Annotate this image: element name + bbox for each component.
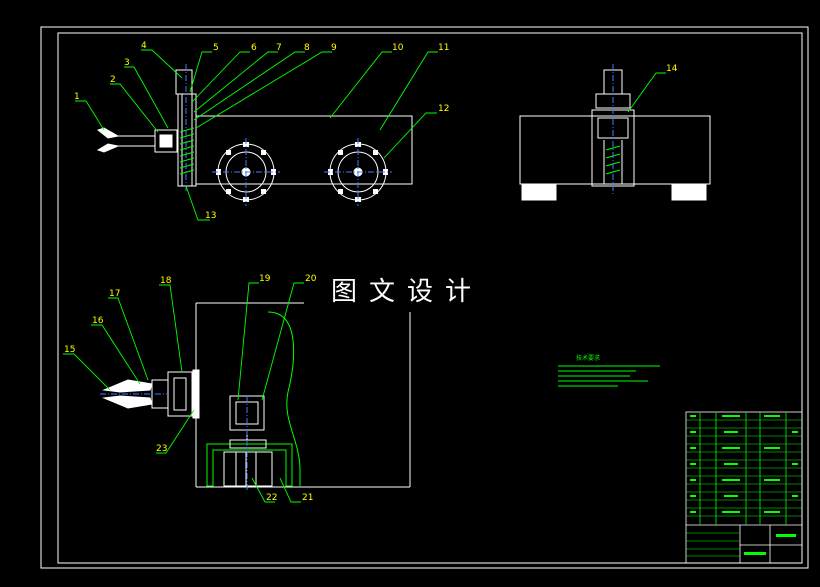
- detail-cover-curve: [267, 311, 301, 486]
- callout-19: 19: [259, 274, 271, 284]
- detail-gripper-housing: [167, 371, 193, 417]
- callout-12: 12: [438, 104, 449, 114]
- callout-13: 13: [205, 211, 216, 221]
- callout-2: 2: [110, 75, 116, 85]
- watermark-text: 图文设计: [318, 272, 496, 312]
- callout-4: 4: [141, 41, 147, 51]
- callout-14: 14: [666, 64, 678, 74]
- callout-20: 20: [305, 274, 317, 284]
- callout-21: 21: [302, 493, 313, 503]
- callout-16: 16: [92, 316, 104, 326]
- callout-5: 5: [213, 43, 219, 53]
- side-view: [96, 64, 413, 206]
- title-block: [685, 411, 803, 564]
- callout-17: 17: [109, 289, 120, 299]
- callout-labels: 1 2 3 4 5 6 7 8 9 10 11 12 13 14 15 16 1…: [64, 41, 678, 503]
- gripper-jaw-lower: [96, 143, 120, 153]
- arm-housing: [154, 129, 178, 153]
- title-block-marks: [690, 415, 798, 555]
- callout-15: 15: [64, 345, 75, 355]
- detail-jaw-upper: [102, 379, 153, 393]
- lift-column: [177, 93, 197, 187]
- end-wheel-right: [671, 183, 707, 201]
- tech-requirements-title: 技术要求: [576, 354, 600, 362]
- callout-7: 7: [276, 43, 282, 53]
- end-view: [519, 64, 711, 201]
- tech-requirements: 技术要求: [558, 354, 660, 387]
- end-wheel-left: [521, 183, 557, 201]
- callout-6: 6: [251, 43, 257, 53]
- callout-18: 18: [160, 276, 172, 286]
- detail-jaw-lower: [102, 395, 153, 409]
- gripper-jaw-upper: [96, 127, 120, 139]
- callout-3: 3: [124, 58, 130, 68]
- title-block-rows: [686, 419, 802, 557]
- callout-8: 8: [304, 43, 310, 53]
- lift-motor: [175, 69, 193, 95]
- callout-23: 23: [156, 444, 167, 454]
- callout-10: 10: [392, 43, 404, 53]
- detail-view: [100, 302, 411, 492]
- outer-border: [40, 26, 809, 569]
- callout-11: 11: [438, 43, 449, 53]
- leader-lines: [63, 49, 666, 503]
- callout-1: 1: [74, 92, 80, 102]
- callout-9: 9: [331, 43, 337, 53]
- callout-22: 22: [266, 493, 277, 503]
- end-chassis: [519, 115, 711, 185]
- detail-base-channel: [206, 443, 293, 487]
- inner-border: [57, 32, 803, 564]
